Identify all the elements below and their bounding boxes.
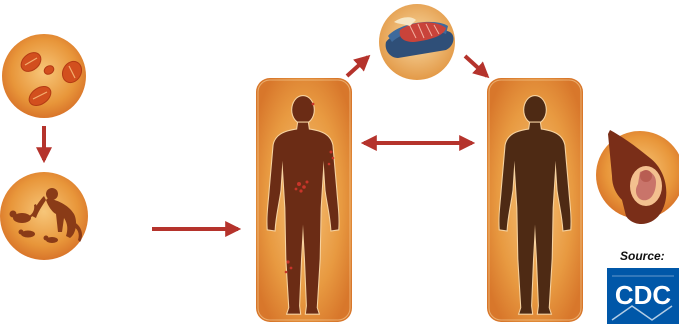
animal-reservoir-icon bbox=[0, 172, 88, 260]
cdc-logo-text: CDC bbox=[615, 280, 672, 310]
virus-particles-icon bbox=[2, 34, 86, 118]
exposed-human-icon bbox=[487, 78, 583, 322]
pregnancy-fetus-icon bbox=[596, 130, 679, 224]
source-label: Source: bbox=[620, 249, 665, 263]
contaminated-materials-icon bbox=[379, 4, 455, 80]
arrow-materials-to-human bbox=[465, 56, 487, 76]
cdc-logo: CDC bbox=[607, 268, 679, 324]
arrow-human-to-materials bbox=[347, 57, 368, 76]
infected-human-icon bbox=[256, 78, 352, 322]
